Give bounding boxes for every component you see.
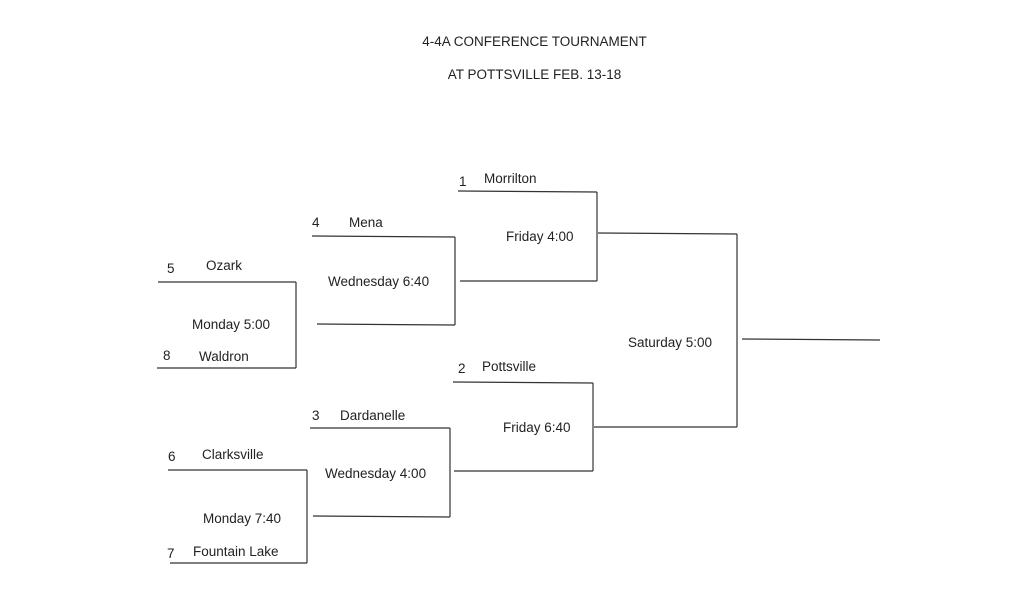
game-time-monday-1: Monday 5:00 [192, 317, 271, 332]
game-time-friday-2: Friday 6:40 [503, 420, 571, 435]
team-name-pottsville: Pottsville [482, 359, 537, 374]
bracket-line-winner-monday-1 [316, 323, 456, 326]
team-name-morrilton: Morrilton [484, 171, 537, 186]
page-title: 4-4A CONFERENCE TOURNAMENT [422, 34, 647, 49]
game-time-wednesday-1: Wednesday 6:40 [328, 274, 430, 289]
seed-number: 5 [167, 261, 175, 276]
page-subtitle: AT POTTSVILLE FEB. 13-18 [447, 67, 622, 82]
seed-number: 8 [163, 348, 171, 363]
seed-number: 1 [459, 174, 467, 189]
bracket-line-pottsville [452, 381, 594, 384]
seed-number: 6 [168, 449, 176, 464]
bracket-line-morrilton [457, 190, 598, 193]
game-time-friday-1: Friday 4:00 [506, 229, 574, 244]
bracket-line-mena [311, 235, 456, 238]
team-name-clarksville: Clarksville [202, 447, 264, 462]
game-time-monday-2: Monday 7:40 [203, 511, 282, 526]
bracket-line-champion [741, 338, 881, 341]
team-name-dardanelle: Dardanelle [340, 408, 406, 423]
seed-number: 3 [312, 408, 320, 423]
team-name-waldron: Waldron [199, 349, 249, 364]
bracket-line-winner-monday-2 [312, 515, 451, 518]
seed-number: 7 [167, 546, 175, 561]
seed-number: 4 [312, 215, 320, 230]
game-time-final: Saturday 5:00 [628, 335, 713, 350]
seed-number: 2 [458, 361, 466, 376]
game-time-wednesday-2: Wednesday 4:00 [325, 466, 427, 481]
team-name-mena: Mena [349, 215, 383, 230]
team-name-ozark: Ozark [206, 258, 243, 273]
team-name-fountain-lake: Fountain Lake [193, 544, 279, 559]
bracket-line-winner-friday-1 [597, 232, 738, 235]
